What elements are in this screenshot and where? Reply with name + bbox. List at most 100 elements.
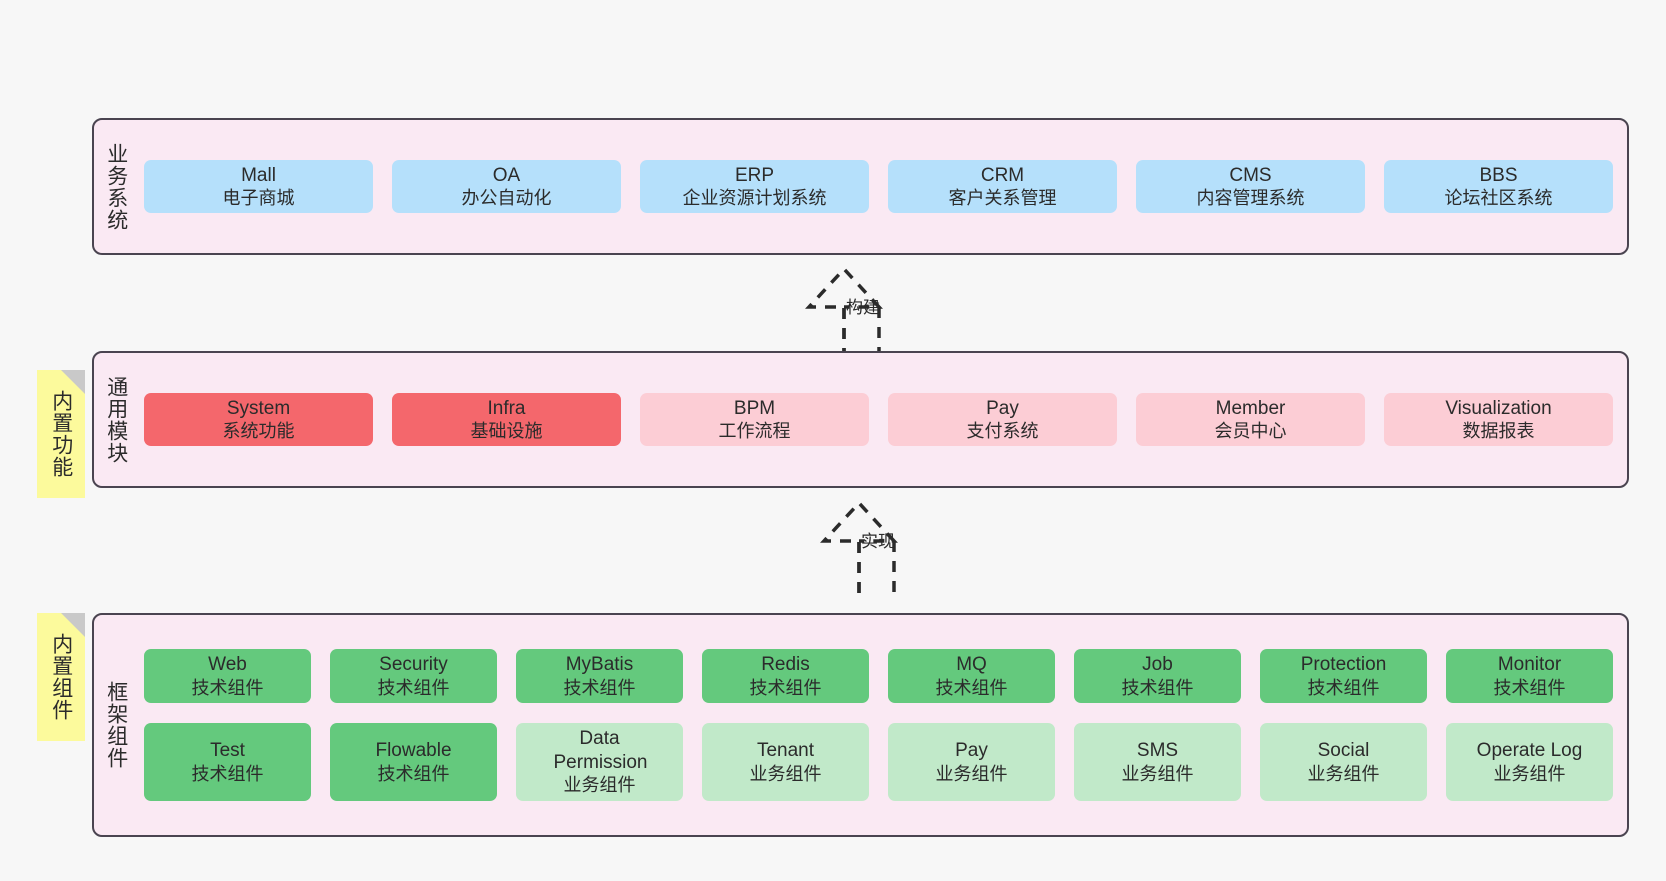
card-subtitle: 工作流程 xyxy=(718,421,791,442)
card-system[interactable]: System 系统功能 xyxy=(144,392,373,447)
connector-implement-label: 实现 xyxy=(861,532,895,551)
card-operate-log[interactable]: Operate Log 业务组件 xyxy=(1446,723,1613,801)
layer-business-system: 业务系统 Mall 电子商城 OA 办公自动化 ERP 企业资源计划系统 CRM… xyxy=(92,118,1629,255)
layer-title-common-module: 通用模块 xyxy=(104,375,128,464)
note-label: 内置功能 xyxy=(49,390,73,478)
card-subtitle: 技术组件 xyxy=(1307,677,1380,698)
card-row: Web 技术组件 Security 技术组件 MyBatis 技术组件 Redi… xyxy=(144,649,1613,704)
card-subtitle: 企业资源计划系统 xyxy=(682,188,827,209)
card-member[interactable]: Member 会员中心 xyxy=(1136,392,1365,447)
card-subtitle: 技术组件 xyxy=(563,677,636,698)
connector-build-label: 构建 xyxy=(846,298,880,317)
card-title: Member xyxy=(1215,397,1286,419)
layer-body-business-system: Mall 电子商城 OA 办公自动化 ERP 企业资源计划系统 CRM 客户关系… xyxy=(138,120,1627,253)
card-subtitle: 技术组件 xyxy=(1493,677,1566,698)
card-title: Pay xyxy=(986,397,1019,419)
card-cms[interactable]: CMS 内容管理系统 xyxy=(1136,159,1365,214)
card-row: Mall 电子商城 OA 办公自动化 ERP 企业资源计划系统 CRM 客户关系… xyxy=(144,159,1613,214)
card-social[interactable]: Social 业务组件 xyxy=(1260,723,1427,801)
layer-title-business-system: 业务系统 xyxy=(104,142,128,231)
card-tenant[interactable]: Tenant 业务组件 xyxy=(702,723,869,801)
card-subtitle: 业务组件 xyxy=(563,775,636,796)
card-subtitle: 技术组件 xyxy=(191,763,264,784)
card-subtitle: 客户关系管理 xyxy=(948,188,1057,209)
card-subtitle: 技术组件 xyxy=(377,677,450,698)
card-mall[interactable]: Mall 电子商城 xyxy=(144,159,373,214)
card-test[interactable]: Test 技术组件 xyxy=(144,723,311,801)
layer-body-common-module: System 系统功能 Infra 基础设施 BPM 工作流程 Pay 支付系统… xyxy=(138,353,1627,486)
card-title: CMS xyxy=(1229,164,1272,186)
card-title: Monitor xyxy=(1497,654,1562,676)
card-redis[interactable]: Redis 技术组件 xyxy=(702,649,869,704)
card-title: ERP xyxy=(734,164,775,186)
note-fold-corner-icon xyxy=(61,370,85,394)
card-title: Security xyxy=(379,654,448,676)
connector-implement-arrow-icon xyxy=(820,500,898,593)
card-subtitle: 业务组件 xyxy=(749,763,822,784)
card-subtitle: 会员中心 xyxy=(1214,421,1287,442)
card-subtitle: 业务组件 xyxy=(1493,763,1566,784)
card-protection[interactable]: Protection 技术组件 xyxy=(1260,649,1427,704)
card-infra[interactable]: Infra 基础设施 xyxy=(392,392,621,447)
card-flowable[interactable]: Flowable 技术组件 xyxy=(330,723,497,801)
card-web[interactable]: Web 技术组件 xyxy=(144,649,311,704)
card-bbs[interactable]: BBS 论坛社区系统 xyxy=(1384,159,1613,214)
card-title: Redis xyxy=(761,654,810,676)
card-subtitle: 电子商城 xyxy=(222,188,295,209)
card-title: Social xyxy=(1317,739,1370,761)
card-row: System 系统功能 Infra 基础设施 BPM 工作流程 Pay 支付系统… xyxy=(144,392,1613,447)
card-subtitle: 技术组件 xyxy=(191,677,264,698)
card-title: CRM xyxy=(980,164,1025,186)
card-sms[interactable]: SMS 业务组件 xyxy=(1074,723,1241,801)
card-monitor[interactable]: Monitor 技术组件 xyxy=(1446,649,1613,704)
card-oa[interactable]: OA 办公自动化 xyxy=(392,159,621,214)
card-title: Pay xyxy=(955,739,988,761)
card-security[interactable]: Security 技术组件 xyxy=(330,649,497,704)
card-title: MQ xyxy=(956,654,987,676)
note-label: 内置组件 xyxy=(49,633,73,721)
card-subtitle: 技术组件 xyxy=(935,677,1008,698)
card-title: Web xyxy=(208,654,247,676)
card-title: SMS xyxy=(1136,739,1179,761)
layer-common-module: 通用模块 System 系统功能 Infra 基础设施 BPM 工作流程 Pay… xyxy=(92,351,1629,488)
card-title: Flowable xyxy=(375,739,452,761)
card-title: MyBatis xyxy=(565,654,634,676)
card-title: OA xyxy=(492,164,521,186)
card-title: System xyxy=(226,397,291,419)
card-subtitle: 业务组件 xyxy=(1307,763,1380,784)
card-crm[interactable]: CRM 客户关系管理 xyxy=(888,159,1117,214)
card-subtitle: 业务组件 xyxy=(935,763,1008,784)
note-builtin-functions: 内置功能 xyxy=(37,370,85,498)
card-subtitle: 内容管理系统 xyxy=(1196,188,1305,209)
card-title: Job xyxy=(1142,654,1173,676)
layer-body-framework-component: Web 技术组件 Security 技术组件 MyBatis 技术组件 Redi… xyxy=(138,615,1627,835)
card-subtitle: 技术组件 xyxy=(749,677,822,698)
card-title: Mall xyxy=(241,164,276,186)
card-pay-component[interactable]: Pay 业务组件 xyxy=(888,723,1055,801)
card-title: Tenant xyxy=(756,739,815,761)
card-pay[interactable]: Pay 支付系统 xyxy=(888,392,1117,447)
card-subtitle: 数据报表 xyxy=(1462,421,1535,442)
card-row: Test 技术组件 Flowable 技术组件 Data Permission … xyxy=(144,723,1613,801)
card-subtitle: 技术组件 xyxy=(1121,677,1194,698)
card-mq[interactable]: MQ 技术组件 xyxy=(888,649,1055,704)
card-bpm[interactable]: BPM 工作流程 xyxy=(640,392,869,447)
card-erp[interactable]: ERP 企业资源计划系统 xyxy=(640,159,869,214)
card-mybatis[interactable]: MyBatis 技术组件 xyxy=(516,649,683,704)
card-title: BPM xyxy=(733,397,776,419)
card-title: Infra xyxy=(487,397,526,419)
connector-implement: 实现 xyxy=(810,500,970,593)
card-job[interactable]: Job 技术组件 xyxy=(1074,649,1241,704)
card-title: BBS xyxy=(1479,164,1518,186)
card-subtitle: 支付系统 xyxy=(966,421,1039,442)
card-subtitle: 技术组件 xyxy=(377,763,450,784)
card-title: Data Permission xyxy=(553,728,648,773)
connector-build-arrow-icon xyxy=(805,266,883,359)
card-subtitle: 论坛社区系统 xyxy=(1444,188,1553,209)
card-visualization[interactable]: Visualization 数据报表 xyxy=(1384,392,1613,447)
card-title: Visualization xyxy=(1445,397,1552,419)
note-fold-corner-icon xyxy=(61,613,85,637)
card-title: Operate Log xyxy=(1476,739,1583,761)
card-data-permission[interactable]: Data Permission 业务组件 xyxy=(516,723,683,801)
card-subtitle: 系统功能 xyxy=(222,421,295,442)
